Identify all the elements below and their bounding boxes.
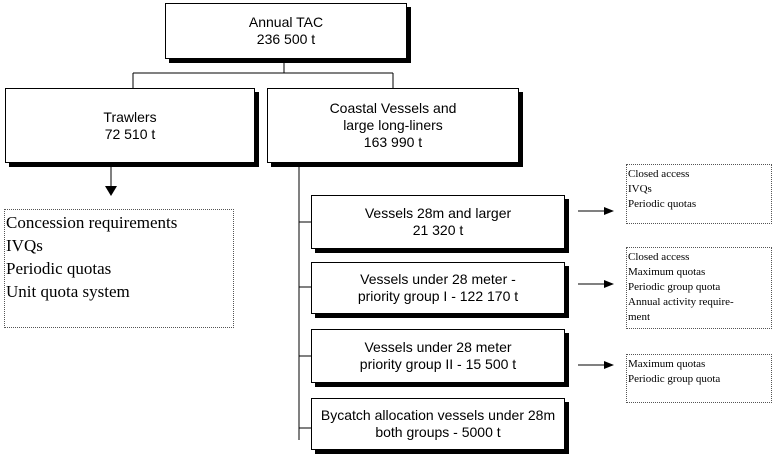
- down-arrow-icon: [105, 186, 117, 196]
- trawler-requirements-box: Concession requirements IVQs Periodic qu…: [4, 209, 234, 328]
- subgroup-box-priority-group-2: Vessels under 28 meter priority group II…: [311, 329, 565, 383]
- annual-tac-amount: 236 500 t: [256, 31, 316, 47]
- right-arrow-icon: [604, 207, 614, 215]
- note-item: Maximum quotas: [628, 266, 706, 278]
- note-item: ment: [628, 311, 650, 323]
- note-item: Periodic group quota: [628, 373, 721, 385]
- requirement-item: Periodic quotas: [6, 259, 112, 278]
- note-item: IVQs: [628, 183, 652, 195]
- note-item: Annual activity require-: [628, 296, 734, 308]
- requirement-item: Unit quota system: [6, 282, 130, 301]
- annual-tac-title: Annual TAC: [248, 14, 324, 30]
- note-item: Maximum quotas: [628, 358, 706, 370]
- note-item: Periodic group quota: [628, 281, 721, 293]
- subgroup-line1: Vessels under 28 meter -: [360, 271, 516, 287]
- subgroup-line2: both groups - 5000 t: [375, 424, 501, 440]
- coastal-title-line2: large long-liners: [343, 117, 443, 133]
- subgroup-line1: Vessels 28m and larger: [364, 205, 512, 221]
- trawlers-box: Trawlers 72 510 t: [5, 88, 255, 163]
- note-item: Closed access: [628, 168, 690, 180]
- subgroup-box-bycatch: Bycatch allocation vessels under 28m bot…: [311, 398, 565, 450]
- subgroup-line2: 21 320 t: [412, 222, 464, 238]
- note-item: Periodic quotas: [628, 198, 697, 210]
- note-item: Closed access: [628, 251, 690, 263]
- trawlers-amount: 72 510 t: [104, 125, 156, 142]
- subgroup-line2: priority group I - 122 170 t: [357, 288, 519, 304]
- subgroup-box-priority-group-1: Vessels under 28 meter - priority group …: [311, 262, 565, 314]
- subgroup-box-28m-larger: Vessels 28m and larger 21 320 t: [311, 195, 565, 249]
- coastal-title-line1: Coastal Vessels and: [329, 100, 457, 116]
- subgroup-line1: Bycatch allocation vessels under 28m: [320, 407, 556, 423]
- right-arrow-icon: [604, 361, 614, 369]
- note-box-28m-larger: Closed access IVQs Periodic quotas: [626, 164, 772, 224]
- subgroup-line1: Vessels under 28 meter: [364, 339, 512, 355]
- requirement-item: Concession requirements: [6, 213, 178, 232]
- trawlers-title: Trawlers: [103, 108, 157, 125]
- requirement-item: IVQs: [6, 236, 43, 255]
- right-arrow-icon: [604, 280, 614, 288]
- note-box-priority-group-2: Maximum quotas Periodic group quota: [626, 354, 772, 403]
- subgroup-line2: priority group II - 15 500 t: [359, 356, 517, 372]
- note-box-priority-group-1: Closed access Maximum quotas Periodic gr…: [626, 247, 772, 329]
- coastal-vessels-box: Coastal Vessels and large long-liners 16…: [267, 88, 519, 163]
- annual-tac-box: Annual TAC 236 500 t: [165, 3, 407, 59]
- coastal-amount: 163 990 t: [363, 134, 423, 150]
